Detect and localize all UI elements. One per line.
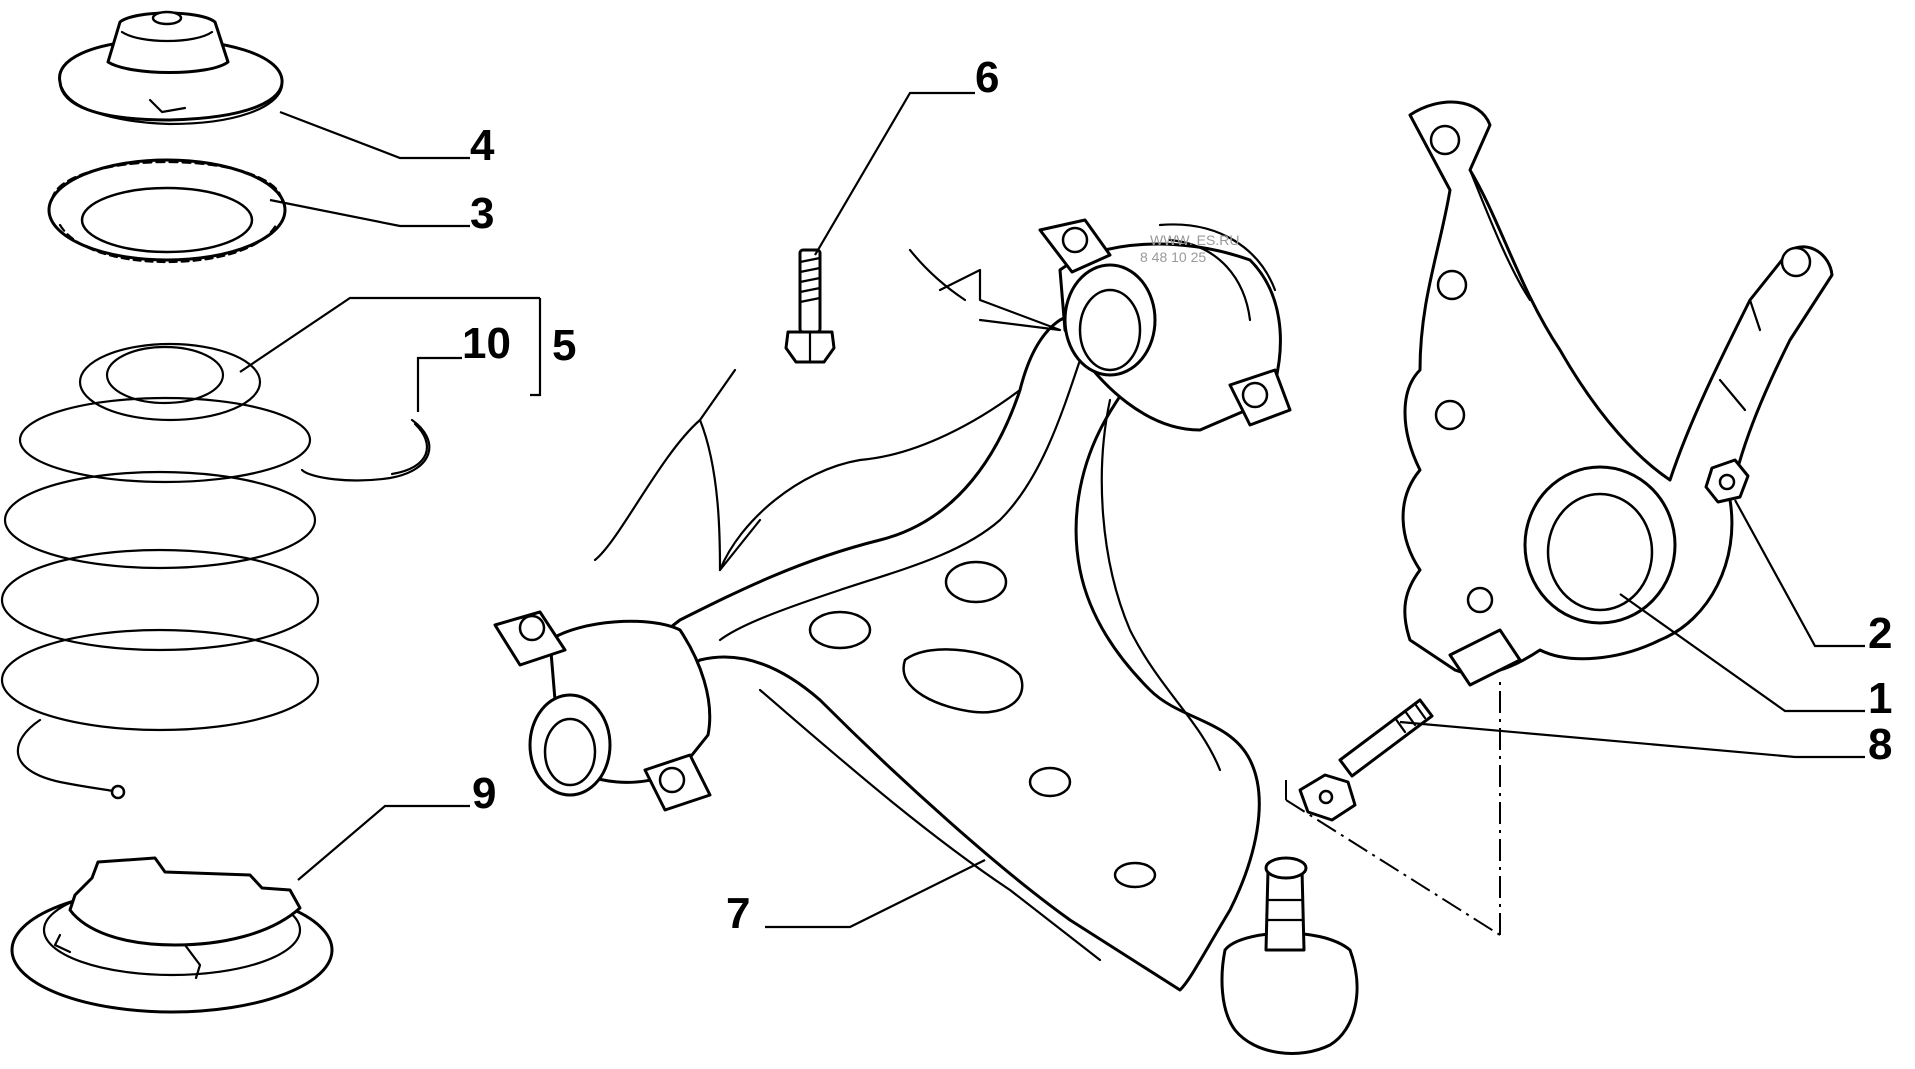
bolt-8 [1298, 698, 1434, 822]
leader-lines [239, 91, 1865, 929]
callout-4: 4 [470, 121, 495, 170]
watermark: WWW. ES.RU 8 48 10 25 [1140, 232, 1239, 265]
watermark-line-1: WWW. ES.RU [1150, 232, 1239, 248]
callout-6: 6 [975, 53, 999, 102]
spring-seat [10, 856, 334, 1014]
spring-wire-ring [300, 418, 431, 482]
watermark-line-2: 8 48 10 25 [1140, 249, 1206, 265]
strut-top-mount [58, 10, 284, 126]
assembly-center-lines [1285, 680, 1501, 936]
callout-7: 7 [726, 889, 750, 938]
callout-9: 9 [472, 769, 496, 818]
nut-2 [1704, 458, 1750, 504]
bolt-6 [784, 248, 836, 364]
callout-10: 10 [462, 319, 511, 368]
coil-spring [0, 342, 320, 800]
callout-labels: 4 3 10 5 9 6 7 2 1 8 [462, 53, 1892, 938]
callout-5: 5 [552, 321, 576, 370]
steering-knuckle [1401, 100, 1834, 687]
callout-3: 3 [470, 189, 494, 238]
callout-1: 1 [1868, 674, 1892, 723]
lower-control-arm [493, 218, 1359, 1055]
strut-bearing [47, 158, 287, 264]
callout-8: 8 [1868, 720, 1892, 769]
detail-view-indicator [593, 248, 1062, 572]
callout-2: 2 [1868, 609, 1892, 658]
